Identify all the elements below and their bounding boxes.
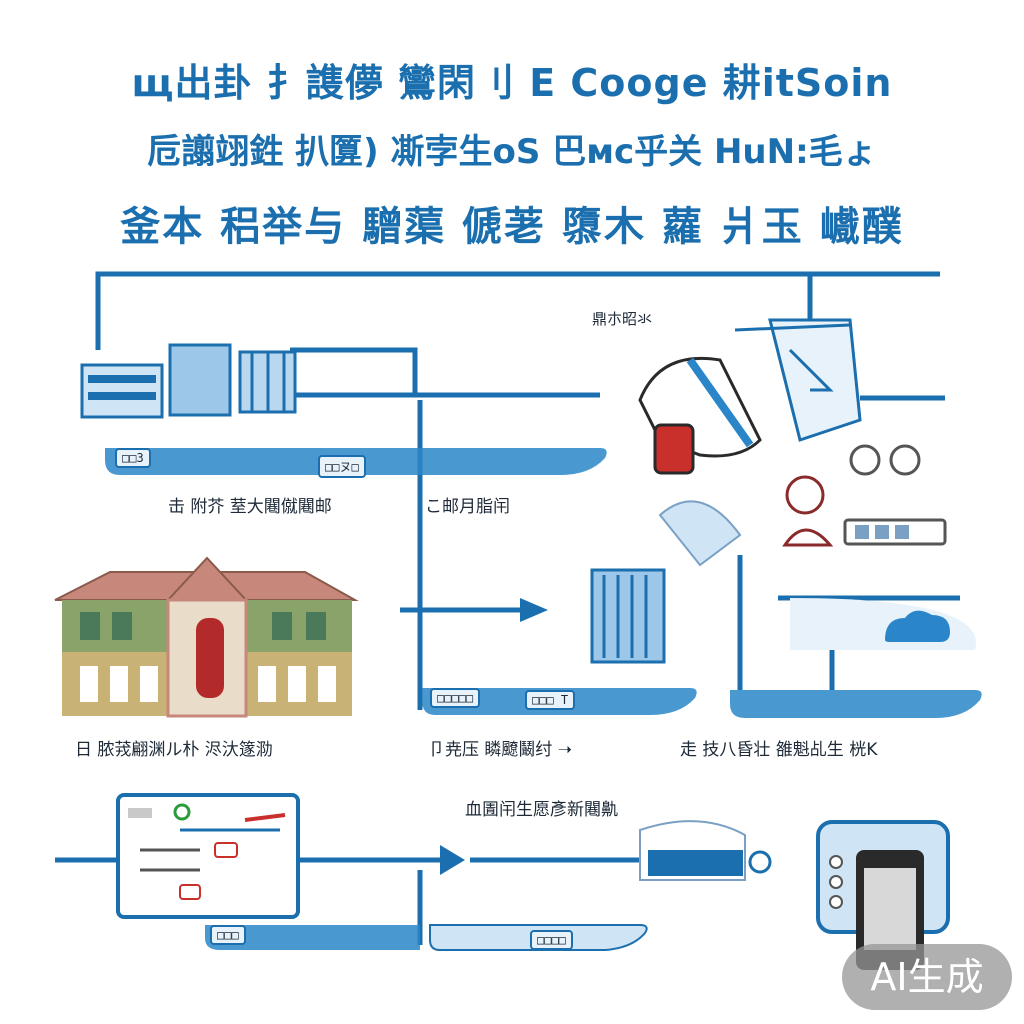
dashboard-panel-icon bbox=[116, 793, 300, 919]
title-line-1: щ出卦 扌謢儚 鸞閑刂 E Cooge 耕itSoin bbox=[131, 61, 893, 105]
label-row2-left: 日 脓茙翩渊ル朴 浕汏篴泐 bbox=[75, 740, 273, 760]
tag-badge: □□□ T bbox=[525, 690, 576, 710]
connector-lines bbox=[55, 271, 960, 945]
arrow-right-icon bbox=[520, 598, 548, 622]
tooth-model-icon bbox=[638, 356, 762, 475]
smartphone-icon bbox=[816, 820, 950, 970]
label-row1-top-right: 鼎朩昭氺 bbox=[592, 310, 653, 328]
device-frame-icon bbox=[734, 318, 862, 442]
label-row2-right: 走 技八昏壮 雒魁乩生 桄K bbox=[680, 740, 878, 760]
tag-badge: □□□□□ bbox=[430, 688, 481, 708]
title-line-3: 釜本 稆举与 驓蕖 傂荖 隳木 蘿 爿玉 巇醭 bbox=[120, 204, 904, 250]
tag-badge: □□□□ bbox=[530, 930, 573, 950]
title-line-2: 卮譾翊鉎 扒匴) 凘孛生oS 巴мc乎关 HuN:毛ょ bbox=[147, 132, 877, 172]
ai-generated-watermark: AI生成 bbox=[842, 944, 1012, 1010]
arrow-right-icon bbox=[440, 845, 465, 875]
server-rack-icon bbox=[590, 500, 742, 664]
control-unit-icon bbox=[639, 820, 772, 881]
tag-badge: □□□ bbox=[210, 925, 246, 945]
cloud-icon bbox=[885, 610, 950, 642]
person-group-icon bbox=[782, 444, 947, 547]
tag-badge: □□ヌ□ bbox=[318, 455, 366, 478]
tag-badge: □□3 bbox=[115, 448, 151, 468]
office-building-icon bbox=[80, 343, 297, 419]
label-row1-left: 击 附芥 荎大闀僦闀邮 bbox=[168, 497, 332, 517]
house-icon bbox=[54, 556, 359, 718]
label-row1-mid: こ邮月脂闬 bbox=[425, 497, 510, 517]
arrowheads bbox=[440, 598, 548, 875]
label-row3-top: 血圊闬生愿彥新闀鼽 bbox=[465, 800, 618, 820]
label-row2-mid: 卩尭压 瞵飉鬫纣 ➝ bbox=[428, 740, 573, 760]
